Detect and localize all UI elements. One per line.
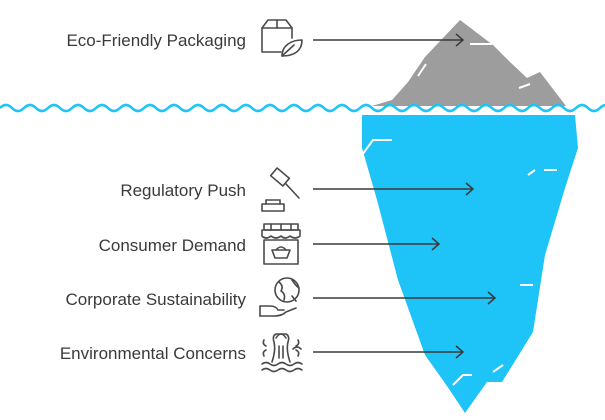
iceberg-tip-highlight xyxy=(417,63,427,77)
arrow-corporate-sustainability xyxy=(313,291,497,305)
gavel-icon xyxy=(261,167,300,212)
iceberg-tip xyxy=(372,20,566,106)
nuclear-plant-icon xyxy=(261,333,303,373)
eco-package-icon xyxy=(261,19,303,57)
iceberg-body-highlight xyxy=(527,169,536,176)
iceberg-body-highlight xyxy=(361,139,392,156)
iceberg-body xyxy=(362,115,578,413)
label-environmental-concerns: Environmental Concerns xyxy=(59,344,246,363)
label-regulatory-push: Regulatory Push xyxy=(120,181,246,200)
label-corporate-sustainability: Corporate Sustainability xyxy=(65,290,246,309)
iceberg-body-highlight xyxy=(452,374,472,386)
water-line xyxy=(0,103,605,113)
storefront-basket-icon xyxy=(261,223,301,265)
arrow-consumer-demand xyxy=(313,237,441,251)
arrow-environmental-concerns xyxy=(313,345,465,359)
label-consumer-demand: Consumer Demand xyxy=(98,236,246,255)
arrow-regulatory-push xyxy=(313,182,475,196)
iceberg-body-highlight xyxy=(547,244,561,259)
label-eco-friendly-packaging: Eco-Friendly Packaging xyxy=(66,31,246,50)
iceberg-tip-highlight xyxy=(518,83,531,89)
arrow-eco-friendly-packaging xyxy=(313,33,465,47)
iceberg-body-highlight xyxy=(492,364,504,373)
globe-hand-icon xyxy=(259,277,300,317)
